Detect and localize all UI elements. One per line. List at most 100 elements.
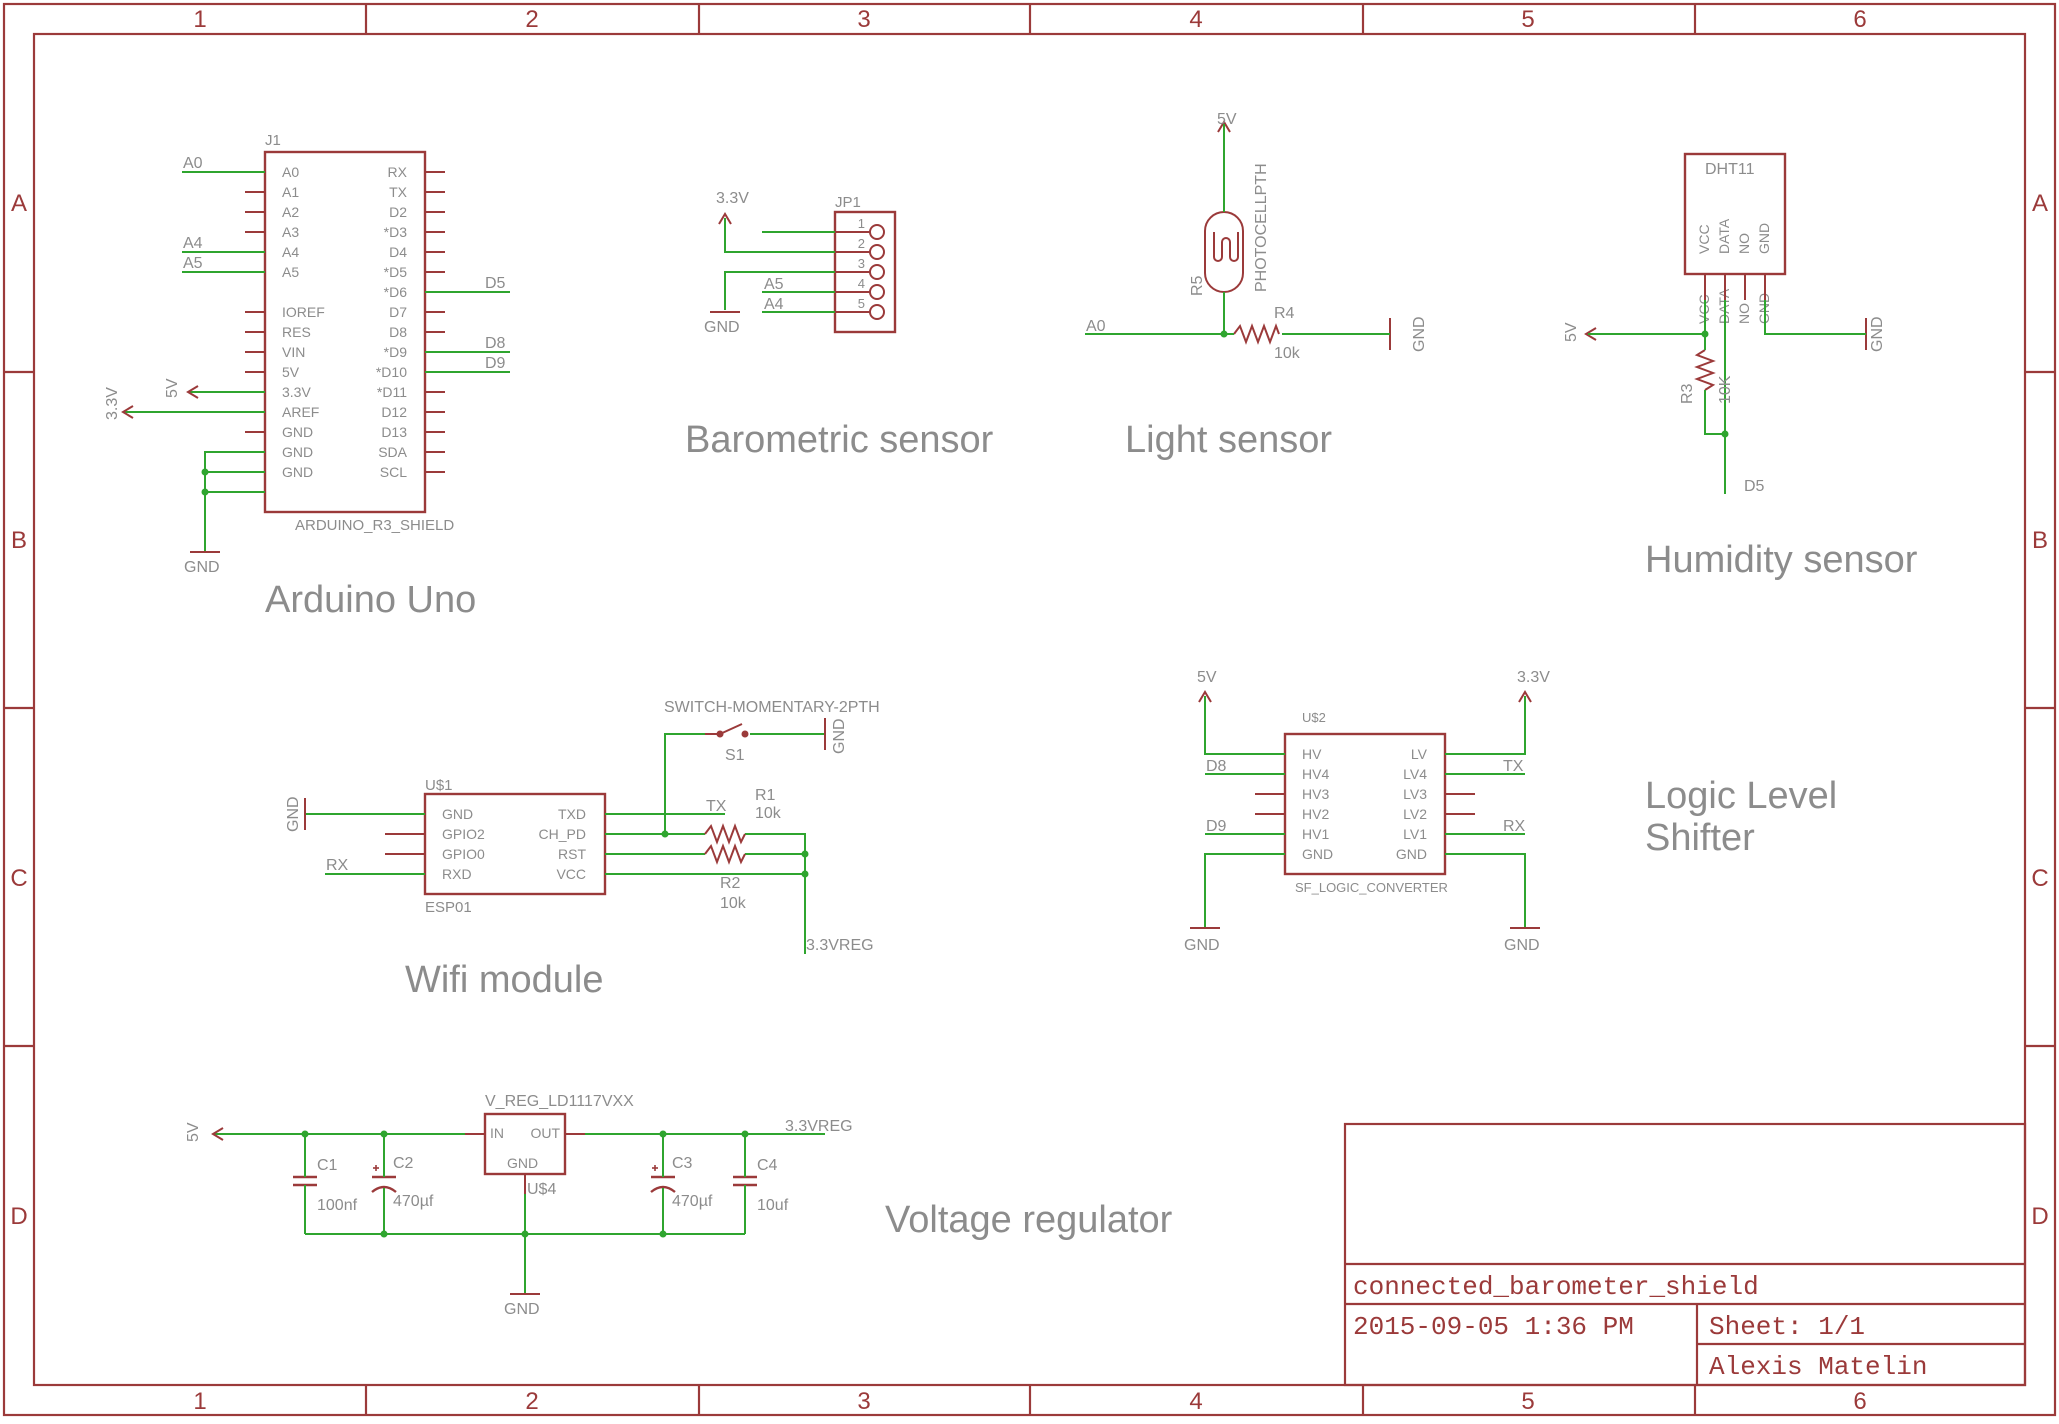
regulator-title: Voltage regulator — [885, 1199, 1173, 1241]
shifter-pin-label: HV1 — [1302, 826, 1329, 842]
r4-ref: R4 — [1274, 305, 1295, 322]
shifter-pin-label: LV2 — [1403, 806, 1427, 822]
humidity-title: Humidity sensor — [1645, 539, 1918, 581]
shifter-title-line2: Shifter — [1645, 817, 1755, 859]
arduino-junctions — [201, 468, 209, 496]
row-label-right: B — [2032, 527, 2048, 554]
net-label-gnd: GND — [1184, 937, 1220, 954]
arduino-pin-label: A3 — [282, 224, 299, 240]
net-label-5v: 5V — [1563, 322, 1580, 342]
photocell-symbol — [1204, 120, 1391, 350]
esp01-pin-stubs — [385, 833, 425, 855]
arduino-pin-label: RES — [282, 324, 311, 340]
arduino-pin-label: GND — [282, 444, 313, 460]
col-label-bottom: 3 — [857, 1388, 870, 1415]
shifter-ref: U$2 — [1302, 710, 1326, 725]
col-label-top: 6 — [1853, 6, 1866, 33]
arduino-pin-label: D12 — [381, 404, 407, 420]
barometric-power-symbols — [710, 212, 740, 313]
r3-value: 10K — [1717, 375, 1734, 404]
switch-part: SWITCH-MOMENTARY-2PTH — [664, 699, 880, 716]
esp01-pin-label: GPIO2 — [442, 826, 485, 842]
net-label-a0: A0 — [183, 155, 203, 172]
net-label-gnd: GND — [1504, 937, 1540, 954]
c3-value: 470µf — [672, 1193, 713, 1210]
net-label-gnd: GND — [704, 319, 740, 336]
shifter-wires — [1204, 696, 1526, 928]
arduino-pin-label: AREF — [282, 404, 319, 420]
esp01-right-pin-labels: TXD CH_PD RST VCC — [539, 806, 587, 882]
regulator-net-labels: 5V 3.3VREG GND C1 100nf C2 470µf C3 470µ… — [185, 1118, 853, 1318]
shifter-pin-label: LV1 — [1403, 826, 1427, 842]
net-label-d9: D9 — [485, 355, 506, 372]
column-dividers — [364, 4, 1697, 1415]
ld1117-pin-labels: IN OUT GND — [490, 1125, 560, 1171]
shifter-pin-stubs — [1255, 793, 1475, 815]
arduino-right-pin-labels: RXTXD2*D3D4*D5*D6D7D8*D9*D10*D11D12D13SD… — [376, 164, 408, 480]
wifi-block: GND GPIO2 GPIO0 RXD TXD CH_PD RST VCC U$… — [285, 699, 880, 1001]
light-sensor-block: 5V A0 GND R4 10k R5 PHOTOCELLPTH Light s… — [1085, 111, 1428, 461]
regulator-block: IN OUT GND V_REG_LD1117VXX U$4 — [185, 1093, 1173, 1318]
r3-ref: R3 — [1679, 383, 1696, 404]
arduino-pin-label: A1 — [282, 184, 299, 200]
arduino-part: ARDUINO_R3_SHIELD — [295, 517, 454, 534]
row-label-left: C — [10, 865, 27, 892]
barometric-wires — [724, 218, 835, 313]
r1-value: 10k — [755, 805, 782, 822]
jp1-pin-number: 2 — [858, 236, 865, 251]
jp1-ref: JP1 — [835, 194, 861, 211]
shifter-left-pin-labels: HV HV4 HV3 HV2 HV1 GND — [1302, 746, 1333, 862]
jp1-pin-number: 1 — [858, 216, 865, 231]
esp01-pin-label: RST — [558, 846, 586, 862]
jp1-pads — [835, 224, 885, 320]
barometric-title: Barometric sensor — [685, 419, 994, 461]
barometric-block: 1 2 3 4 5 JP1 3.3V GND A5 A4 Barometric … — [685, 190, 994, 461]
r5-ref: R5 — [1189, 275, 1206, 296]
shifter-pin-label: GND — [1302, 846, 1333, 862]
net-label-gnd: GND — [1411, 316, 1428, 352]
barometric-net-labels: 3.3V GND A5 A4 — [704, 190, 784, 336]
net-label-3v3: 3.3V — [1517, 669, 1550, 686]
net-label-3v3reg: 3.3VREG — [806, 937, 874, 954]
arduino-pin-label: *D9 — [384, 344, 408, 360]
dht11-pin-labels: VCC DATA NO GND VCC DATA NO GND — [1696, 218, 1772, 324]
net-label-gnd: GND — [504, 1301, 540, 1318]
col-label-bottom: 5 — [1521, 1388, 1534, 1415]
arduino-pin-label: A5 — [282, 264, 299, 280]
row-label-right: D — [2031, 1203, 2048, 1230]
net-label-gnd: GND — [285, 796, 302, 832]
dht11-pin-label: VCC — [1696, 224, 1712, 254]
net-label-gnd: GND — [1869, 316, 1886, 352]
c3-ref: C3 — [672, 1155, 693, 1172]
r1-ref: R1 — [755, 787, 776, 804]
shifter-pin-label: GND — [1396, 846, 1427, 862]
wifi-title: Wifi module — [405, 959, 604, 1001]
jp1-pin-numbers: 1 2 3 4 5 — [858, 216, 865, 311]
jp1-pin-number: 3 — [858, 256, 865, 271]
regulator-part: V_REG_LD1117VXX — [485, 1093, 634, 1110]
shifter-pin-label: HV — [1302, 746, 1322, 762]
dht11-pin-label: NO — [1736, 303, 1752, 324]
arduino-left-pin-labels: A0A1A2A3A4A5IOREFRESVIN5V3.3VAREFGNDGNDG… — [282, 164, 325, 480]
col-label-top: 3 — [857, 6, 870, 33]
dht11-body — [1683, 152, 1787, 276]
shifter-pin-label: HV3 — [1302, 786, 1329, 802]
esp01-part: ESP01 — [425, 899, 472, 916]
ld1117-pin-label: IN — [490, 1125, 504, 1141]
humidity-wires — [1588, 300, 1866, 494]
arduino-pin-label: D13 — [381, 424, 407, 440]
switch-ref: S1 — [725, 747, 745, 764]
arduino-pin-label: RX — [388, 164, 408, 180]
light-sensor-junction — [1220, 330, 1228, 338]
row-label-right: C — [2031, 865, 2048, 892]
net-label-rx: RX — [1503, 818, 1526, 835]
shifter-pin-label: HV4 — [1302, 766, 1329, 782]
net-label-d9: D9 — [1206, 818, 1227, 835]
esp01-left-pin-labels: GND GPIO2 GPIO0 RXD — [442, 806, 485, 882]
shifter-net-labels: 5V 3.3V D8 D9 TX RX GND GND — [1184, 669, 1550, 954]
net-label-a5: A5 — [764, 276, 784, 293]
arduino-pin-stubs — [245, 171, 445, 473]
humidity-block: DHT11 VCC DATA NO GND VCC DATA NO GND — [1563, 152, 1918, 581]
esp01-ref: U$1 — [425, 777, 453, 794]
col-label-bottom: 1 — [193, 1388, 206, 1415]
